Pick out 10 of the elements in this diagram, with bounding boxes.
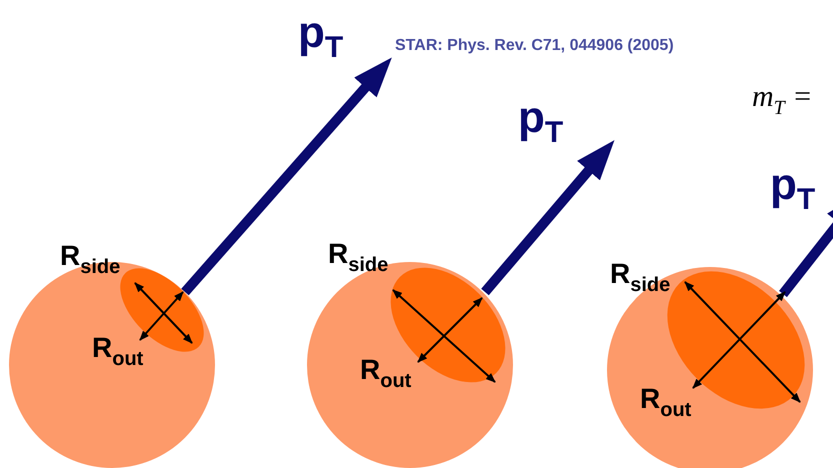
radius-label: R$_{side}$ [328, 238, 388, 277]
formula-text: m$_{T}$ = [752, 80, 813, 120]
radius-label: R$_{out}$ [92, 332, 144, 371]
radius-label: R$_{out}$ [640, 383, 692, 422]
citation-text: STAR: Phys. Rev. C71, 044906 (2005) [395, 37, 674, 55]
momentum-label: p$_{T}$ [298, 8, 344, 65]
radius-label: R$_{side}$ [60, 240, 120, 279]
momentum-label: p$_{T}$ [518, 93, 564, 150]
radius-label: R$_{out}$ [360, 354, 412, 393]
momentum-label: p$_{T}$ [770, 160, 816, 217]
